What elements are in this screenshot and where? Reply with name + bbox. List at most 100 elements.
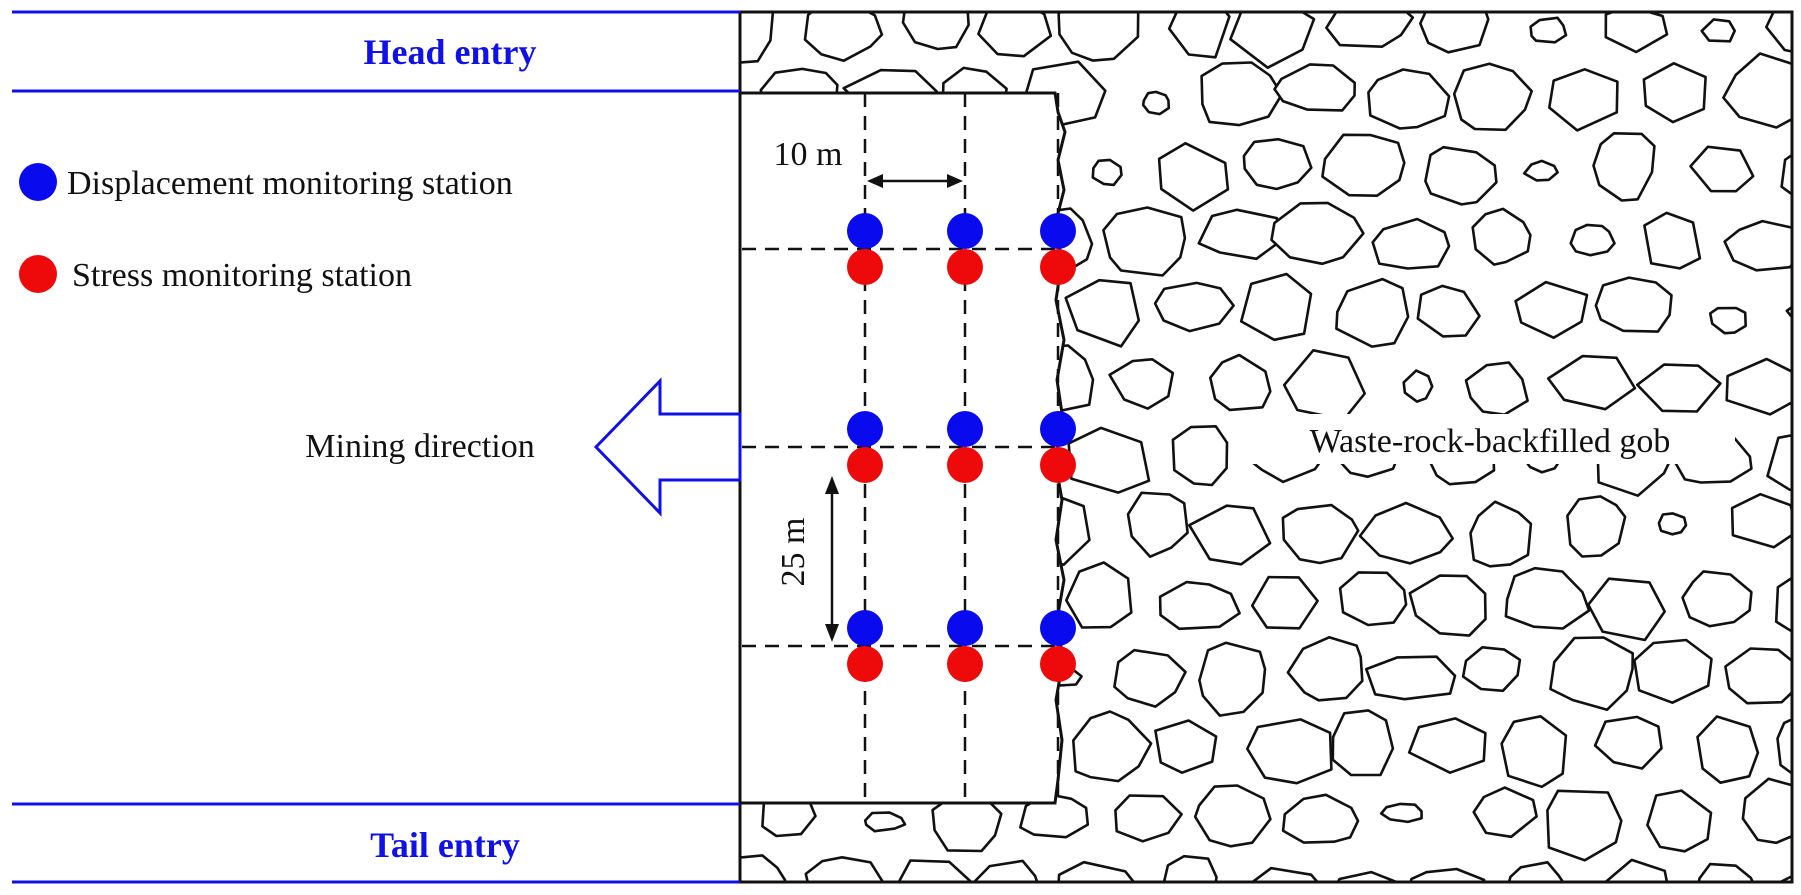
gob-rock bbox=[1198, 641, 1267, 717]
gob-rock bbox=[1741, 777, 1791, 845]
gob-rock bbox=[1338, 571, 1408, 627]
legend-displacement-label: Displacement monitoring station bbox=[67, 165, 513, 202]
gob-rock bbox=[1514, 280, 1589, 340]
displacement-station-r2-c2 bbox=[947, 411, 983, 447]
spacing-25m-arrowhead-top bbox=[825, 476, 839, 494]
gob-rock bbox=[1171, 424, 1229, 487]
displacement-station-r3-c1 bbox=[847, 610, 883, 646]
gob-rock bbox=[1371, 217, 1451, 270]
gob-rock bbox=[1270, 201, 1365, 266]
gob-rock bbox=[1402, 369, 1434, 403]
gob-rock bbox=[1200, 61, 1284, 127]
spacing-10m-label: 10 m bbox=[774, 136, 843, 173]
stress-station-r2-c2 bbox=[947, 447, 983, 483]
gob-rock bbox=[1587, 577, 1666, 642]
gob-rock bbox=[1593, 715, 1663, 770]
legend: Displacement monitoring station Stress m… bbox=[19, 163, 513, 294]
legend-displacement-icon bbox=[19, 163, 57, 201]
gob-rock bbox=[1064, 278, 1141, 348]
gob-rock bbox=[1508, 860, 1564, 881]
gob-rock bbox=[1250, 575, 1319, 630]
gob-rock bbox=[1091, 158, 1123, 187]
gob-rock bbox=[1273, 63, 1356, 112]
gob-rock bbox=[1471, 207, 1532, 266]
gob-rock bbox=[1776, 718, 1791, 775]
gob-rock bbox=[1657, 512, 1688, 536]
gob-rock bbox=[1708, 306, 1747, 335]
gob-rock bbox=[863, 811, 907, 833]
gob-label-backdrop bbox=[1245, 414, 1735, 464]
gob-rock bbox=[1765, 13, 1791, 53]
gob-rock bbox=[1126, 491, 1189, 559]
gob-rock bbox=[1416, 284, 1481, 338]
gob-rock bbox=[1681, 570, 1753, 628]
gob-rock bbox=[1325, 13, 1415, 49]
stress-station-r3-c3 bbox=[1040, 646, 1076, 682]
stress-station-r1-c3 bbox=[1040, 249, 1076, 285]
gob-rock bbox=[931, 794, 1003, 853]
gob-rock bbox=[1723, 219, 1791, 272]
gob-rock bbox=[1419, 13, 1490, 54]
spacing-25m-arrowhead-bottom bbox=[825, 624, 839, 642]
gob-rock bbox=[1162, 854, 1218, 881]
displacement-station-r1-c2 bbox=[947, 213, 983, 249]
gob-rock bbox=[1566, 495, 1627, 558]
gob-rock bbox=[1689, 145, 1755, 193]
gob-rock bbox=[1367, 68, 1451, 130]
gob-rock bbox=[1766, 434, 1791, 492]
gob-rock bbox=[1700, 18, 1736, 43]
gob-rock bbox=[1774, 576, 1791, 633]
gob-rock bbox=[1108, 357, 1175, 410]
tail-entry-label: Tail entry bbox=[370, 825, 520, 865]
gob-rock bbox=[1114, 794, 1183, 843]
displacement-station-r3-c3 bbox=[1040, 610, 1076, 646]
gob-rock bbox=[1730, 492, 1791, 549]
gob-rock bbox=[1153, 281, 1235, 333]
spacing-25m-label: 25 m bbox=[775, 518, 812, 587]
gob-rock bbox=[1569, 223, 1616, 257]
gob-rock bbox=[1785, 306, 1791, 319]
gob-rock bbox=[1643, 211, 1702, 270]
gob-rock bbox=[1546, 354, 1637, 411]
tail-entry: Tail entry bbox=[12, 802, 740, 884]
gob-rock bbox=[741, 854, 787, 881]
stress-station-r2-c1 bbox=[847, 447, 883, 483]
stress-station-r3-c2 bbox=[947, 646, 983, 682]
gob-rock bbox=[804, 855, 884, 881]
gob-rock bbox=[1725, 357, 1791, 416]
hollow-arrow-left-icon bbox=[593, 377, 742, 517]
gob-label: Waste-rock-backfilled gob bbox=[1310, 423, 1671, 460]
gob-rock bbox=[1331, 709, 1395, 777]
gob-rock bbox=[1067, 426, 1151, 494]
monitoring-stations bbox=[847, 213, 1076, 682]
gob-rock bbox=[1594, 276, 1673, 333]
gob-rock bbox=[1424, 145, 1498, 206]
gob-rock bbox=[1408, 574, 1487, 637]
gob-rock bbox=[1335, 277, 1410, 348]
displacement-station-r1-c3 bbox=[1040, 213, 1076, 249]
displacement-station-r1-c1 bbox=[847, 213, 883, 249]
gob-rock bbox=[1209, 353, 1272, 412]
gob-label-group: Waste-rock-backfilled gob bbox=[1245, 414, 1735, 464]
spacing-10m-dimension: 10 m bbox=[774, 136, 963, 188]
gob-rock bbox=[1358, 501, 1454, 565]
gob-rock bbox=[1336, 870, 1398, 881]
gob-rock bbox=[1057, 13, 1140, 62]
gob-rock bbox=[1193, 784, 1272, 848]
gob-rock bbox=[1546, 789, 1623, 862]
gob-rock bbox=[1113, 648, 1187, 708]
gob-rock bbox=[1286, 635, 1364, 702]
gob-rock bbox=[1452, 62, 1533, 132]
gob-rock bbox=[1461, 645, 1522, 693]
gob-rock bbox=[1469, 500, 1533, 568]
gob-rock bbox=[1072, 710, 1153, 783]
gob-rock bbox=[1724, 647, 1791, 705]
gob-rock bbox=[1697, 862, 1754, 881]
gob-rock bbox=[1696, 715, 1760, 785]
mining-direction-label: Mining direction bbox=[305, 428, 534, 465]
stress-station-r1-c2 bbox=[947, 249, 983, 285]
gob-rock bbox=[897, 859, 973, 881]
gob-rock bbox=[1604, 13, 1669, 54]
gob-rock bbox=[1549, 636, 1634, 712]
spacing-10m-arrowhead-left bbox=[867, 174, 883, 188]
